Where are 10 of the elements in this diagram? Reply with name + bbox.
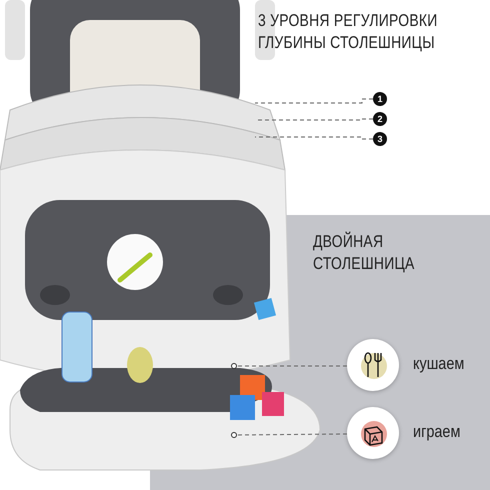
leader-line	[231, 432, 348, 438]
callout-number: 2	[373, 112, 387, 126]
callout-number: 3	[373, 132, 387, 146]
option-label: играем	[413, 422, 460, 442]
heading: 3 УРОВНЯ РЕГУЛИРОВКИ ГЛУБИНЫ СТОЛЕШНИЦЫ	[258, 10, 439, 54]
leader-line	[231, 363, 348, 369]
callout-number: 1	[373, 92, 387, 106]
leader-line	[254, 98, 374, 104]
option-label: кушаем	[413, 354, 464, 374]
leader-line	[254, 136, 374, 140]
